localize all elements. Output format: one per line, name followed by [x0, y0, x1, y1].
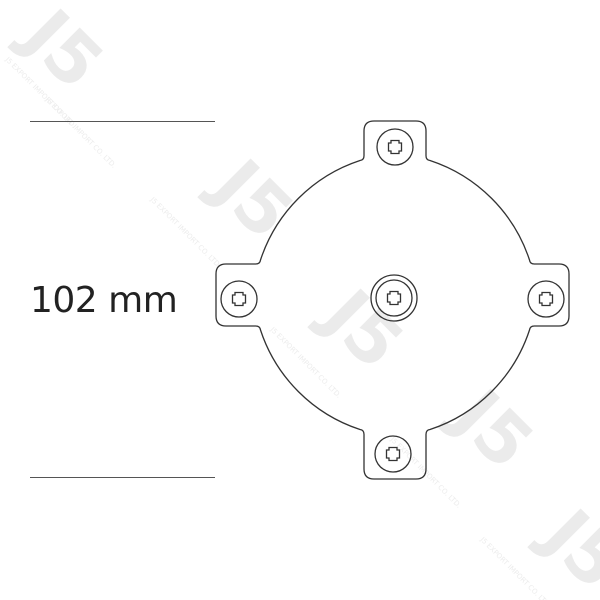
dimension-line-top — [30, 121, 215, 122]
dimension-label: 102 mm — [30, 280, 178, 321]
phillips-screw-icon — [374, 435, 412, 473]
phillips-screw-icon — [220, 280, 258, 318]
dimension-line-bottom — [30, 477, 215, 478]
phillips-screw-icon — [376, 128, 414, 166]
plate-outline — [215, 120, 570, 480]
phillips-screw-icon — [370, 274, 418, 322]
phillips-screw-icon — [527, 280, 565, 318]
